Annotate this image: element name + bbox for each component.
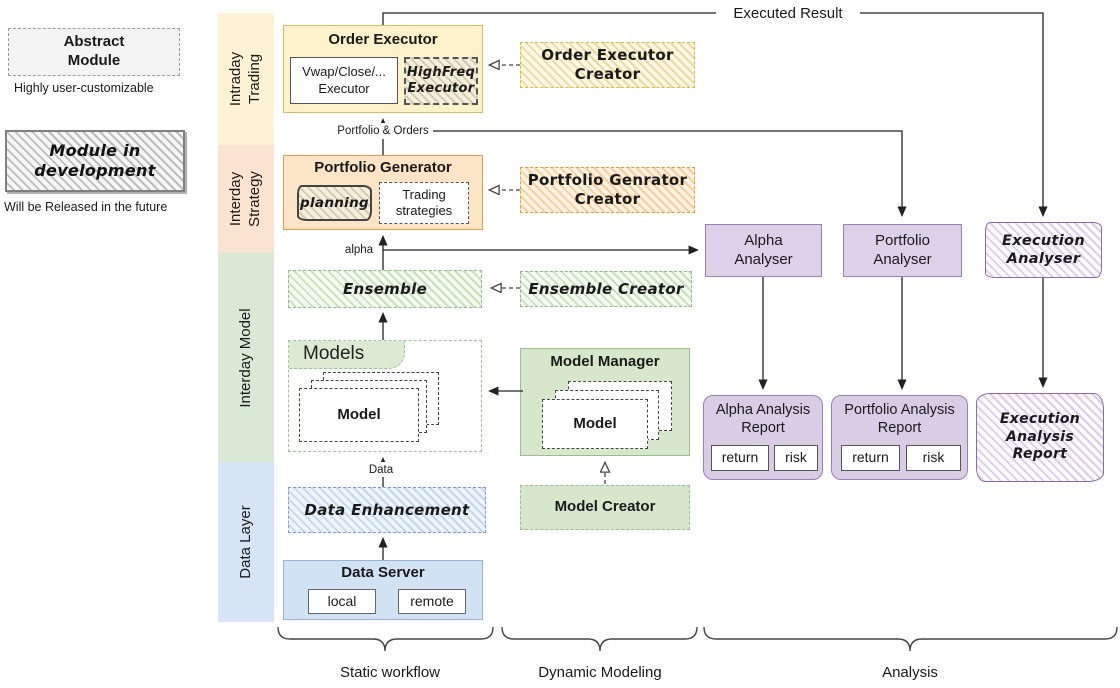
group-label-dynamic-modeling: Dynamic Modeling <box>538 663 662 681</box>
group-label-analysis: Analysis <box>882 663 938 681</box>
band-interday-model <box>218 253 274 462</box>
data-enhancement-box: Data Enhancement <box>288 487 486 533</box>
order-executor-title: Order Executor <box>328 30 438 48</box>
execution-analysis-report-box: Execution Analysis Report <box>976 393 1104 482</box>
portfolio-report-risk-box: risk <box>906 445 961 471</box>
band-intraday-trading <box>218 13 274 145</box>
portfolio-generator-creator-box: Portfolio Genrator Creator <box>520 167 695 213</box>
portfolio-analysis-report-title: Portfolio Analysis Report <box>844 401 955 436</box>
models-tab <box>289 341 405 369</box>
legend-abstract-caption: Highly user-customizable <box>14 81 154 95</box>
portfolio-generator-title: Portfolio Generator <box>314 158 452 176</box>
portfolio-analyser-box: Portfolio Analyser <box>843 224 962 277</box>
alpha-analyser-box: Alpha Analyser <box>705 224 822 277</box>
model-stack-front: Model <box>299 388 419 442</box>
portfolio-orders-label: Portfolio & Orders <box>333 123 433 139</box>
data-label: Data <box>360 462 402 477</box>
data-server-local-box: local <box>308 589 376 614</box>
legend-module-in-development-box: Module in development <box>5 130 185 192</box>
planning-box: planning <box>297 185 372 221</box>
legend-dev-caption: Will be Released in the future <box>4 200 168 214</box>
band-label-data-layer: Data Layer <box>236 505 254 579</box>
band-label-intraday-trading: Intraday Trading <box>227 51 263 107</box>
order-executor-creator-box: Order Executor Creator <box>520 42 695 88</box>
alpha-report-risk-box: risk <box>774 445 818 471</box>
band-label-interday-strategy: Interday Strategy <box>227 171 263 227</box>
trading-strategies-box: Trading strategies <box>379 182 469 224</box>
ensemble-creator-box: Ensemble Creator <box>520 271 692 307</box>
data-server-remote-box: remote <box>398 589 466 614</box>
mm-model-stack-front: Model <box>542 399 648 449</box>
legend-abstract-module-box: Abstract Module <box>8 28 180 76</box>
data-server-title: Data Server <box>341 563 425 581</box>
band-label-interday-model: Interday Model <box>236 308 254 408</box>
alpha-analysis-report-title: Alpha Analysis Report <box>715 401 811 436</box>
model-creator-box: Model Creator <box>520 485 690 530</box>
portfolio-report-return-box: return <box>841 445 900 471</box>
alpha-label: alpha <box>340 242 378 257</box>
models-tab-label: Models <box>303 343 365 364</box>
band-data-layer <box>218 462 274 622</box>
executed-result-label: Executed Result <box>716 4 860 22</box>
ensemble-box: Ensemble <box>288 270 482 308</box>
vwap-executor-box: Vwap/Close/... Executor <box>290 57 398 104</box>
highfreq-executor-box: HighFreq Executor <box>404 57 478 105</box>
alpha-report-return-box: return <box>711 445 769 471</box>
group-label-static-workflow: Static workflow <box>339 663 441 681</box>
model-manager-title: Model Manager <box>550 352 660 370</box>
execution-analyser-box: Execution Analyser <box>985 222 1102 278</box>
band-interday-strategy <box>218 145 274 253</box>
